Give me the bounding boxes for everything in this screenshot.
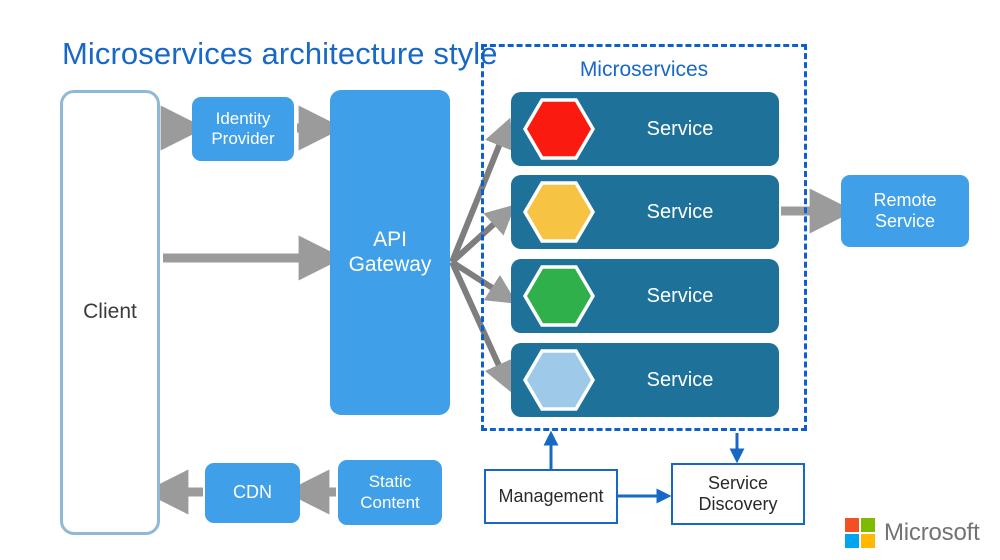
service-row-2-label: Service	[646, 200, 714, 223]
hexagon-red-icon	[523, 98, 595, 160]
service-row-4-label: Service	[646, 368, 714, 391]
node-identity-provider-label: Identity Provider	[211, 108, 275, 148]
node-cdn[interactable]: CDN	[205, 463, 300, 523]
service-row-3-label: Service	[646, 284, 714, 307]
hexagon-green-icon	[523, 265, 595, 327]
service-row-3[interactable]: Service	[511, 259, 779, 333]
node-cdn-label: CDN	[233, 482, 272, 503]
service-row-1-label: Service	[646, 117, 714, 140]
service-row-1[interactable]: Service	[511, 92, 779, 166]
microsoft-logo-text: Microsoft	[884, 519, 980, 546]
hexagon-lightblue-icon	[523, 349, 595, 411]
microsoft-logo: Microsoft	[845, 516, 995, 550]
ms-square-yellow-icon	[861, 534, 875, 548]
ms-square-red-icon	[845, 518, 859, 532]
node-remote-service-label: Remote Service	[873, 189, 937, 231]
ms-square-blue-icon	[845, 534, 859, 548]
microservices-group-label: Microservices	[579, 58, 709, 81]
node-identity-provider[interactable]: Identity Provider	[192, 97, 294, 161]
node-management[interactable]: Management	[484, 469, 618, 524]
service-row-2[interactable]: Service	[511, 175, 779, 249]
node-client[interactable]: Client	[60, 90, 160, 535]
node-remote-service[interactable]: Remote Service	[841, 175, 969, 247]
microservices-group-boundary	[481, 44, 807, 431]
service-row-4[interactable]: Service	[511, 343, 779, 417]
node-service-discovery[interactable]: Service Discovery	[671, 463, 805, 525]
node-api-gateway[interactable]: API Gateway	[330, 90, 450, 415]
node-management-label: Management	[498, 485, 604, 506]
page-title: Microservices architecture style	[62, 36, 498, 71]
microsoft-logo-mark	[845, 518, 875, 548]
node-service-discovery-label: Service Discovery	[698, 472, 778, 514]
ms-square-green-icon	[861, 518, 875, 532]
node-static-content-label: Static Content	[360, 472, 420, 512]
node-client-label: Client	[83, 300, 137, 324]
node-api-gateway-label: API Gateway	[348, 227, 432, 276]
node-static-content[interactable]: Static Content	[338, 460, 442, 525]
hexagon-yellow-icon	[523, 181, 595, 243]
